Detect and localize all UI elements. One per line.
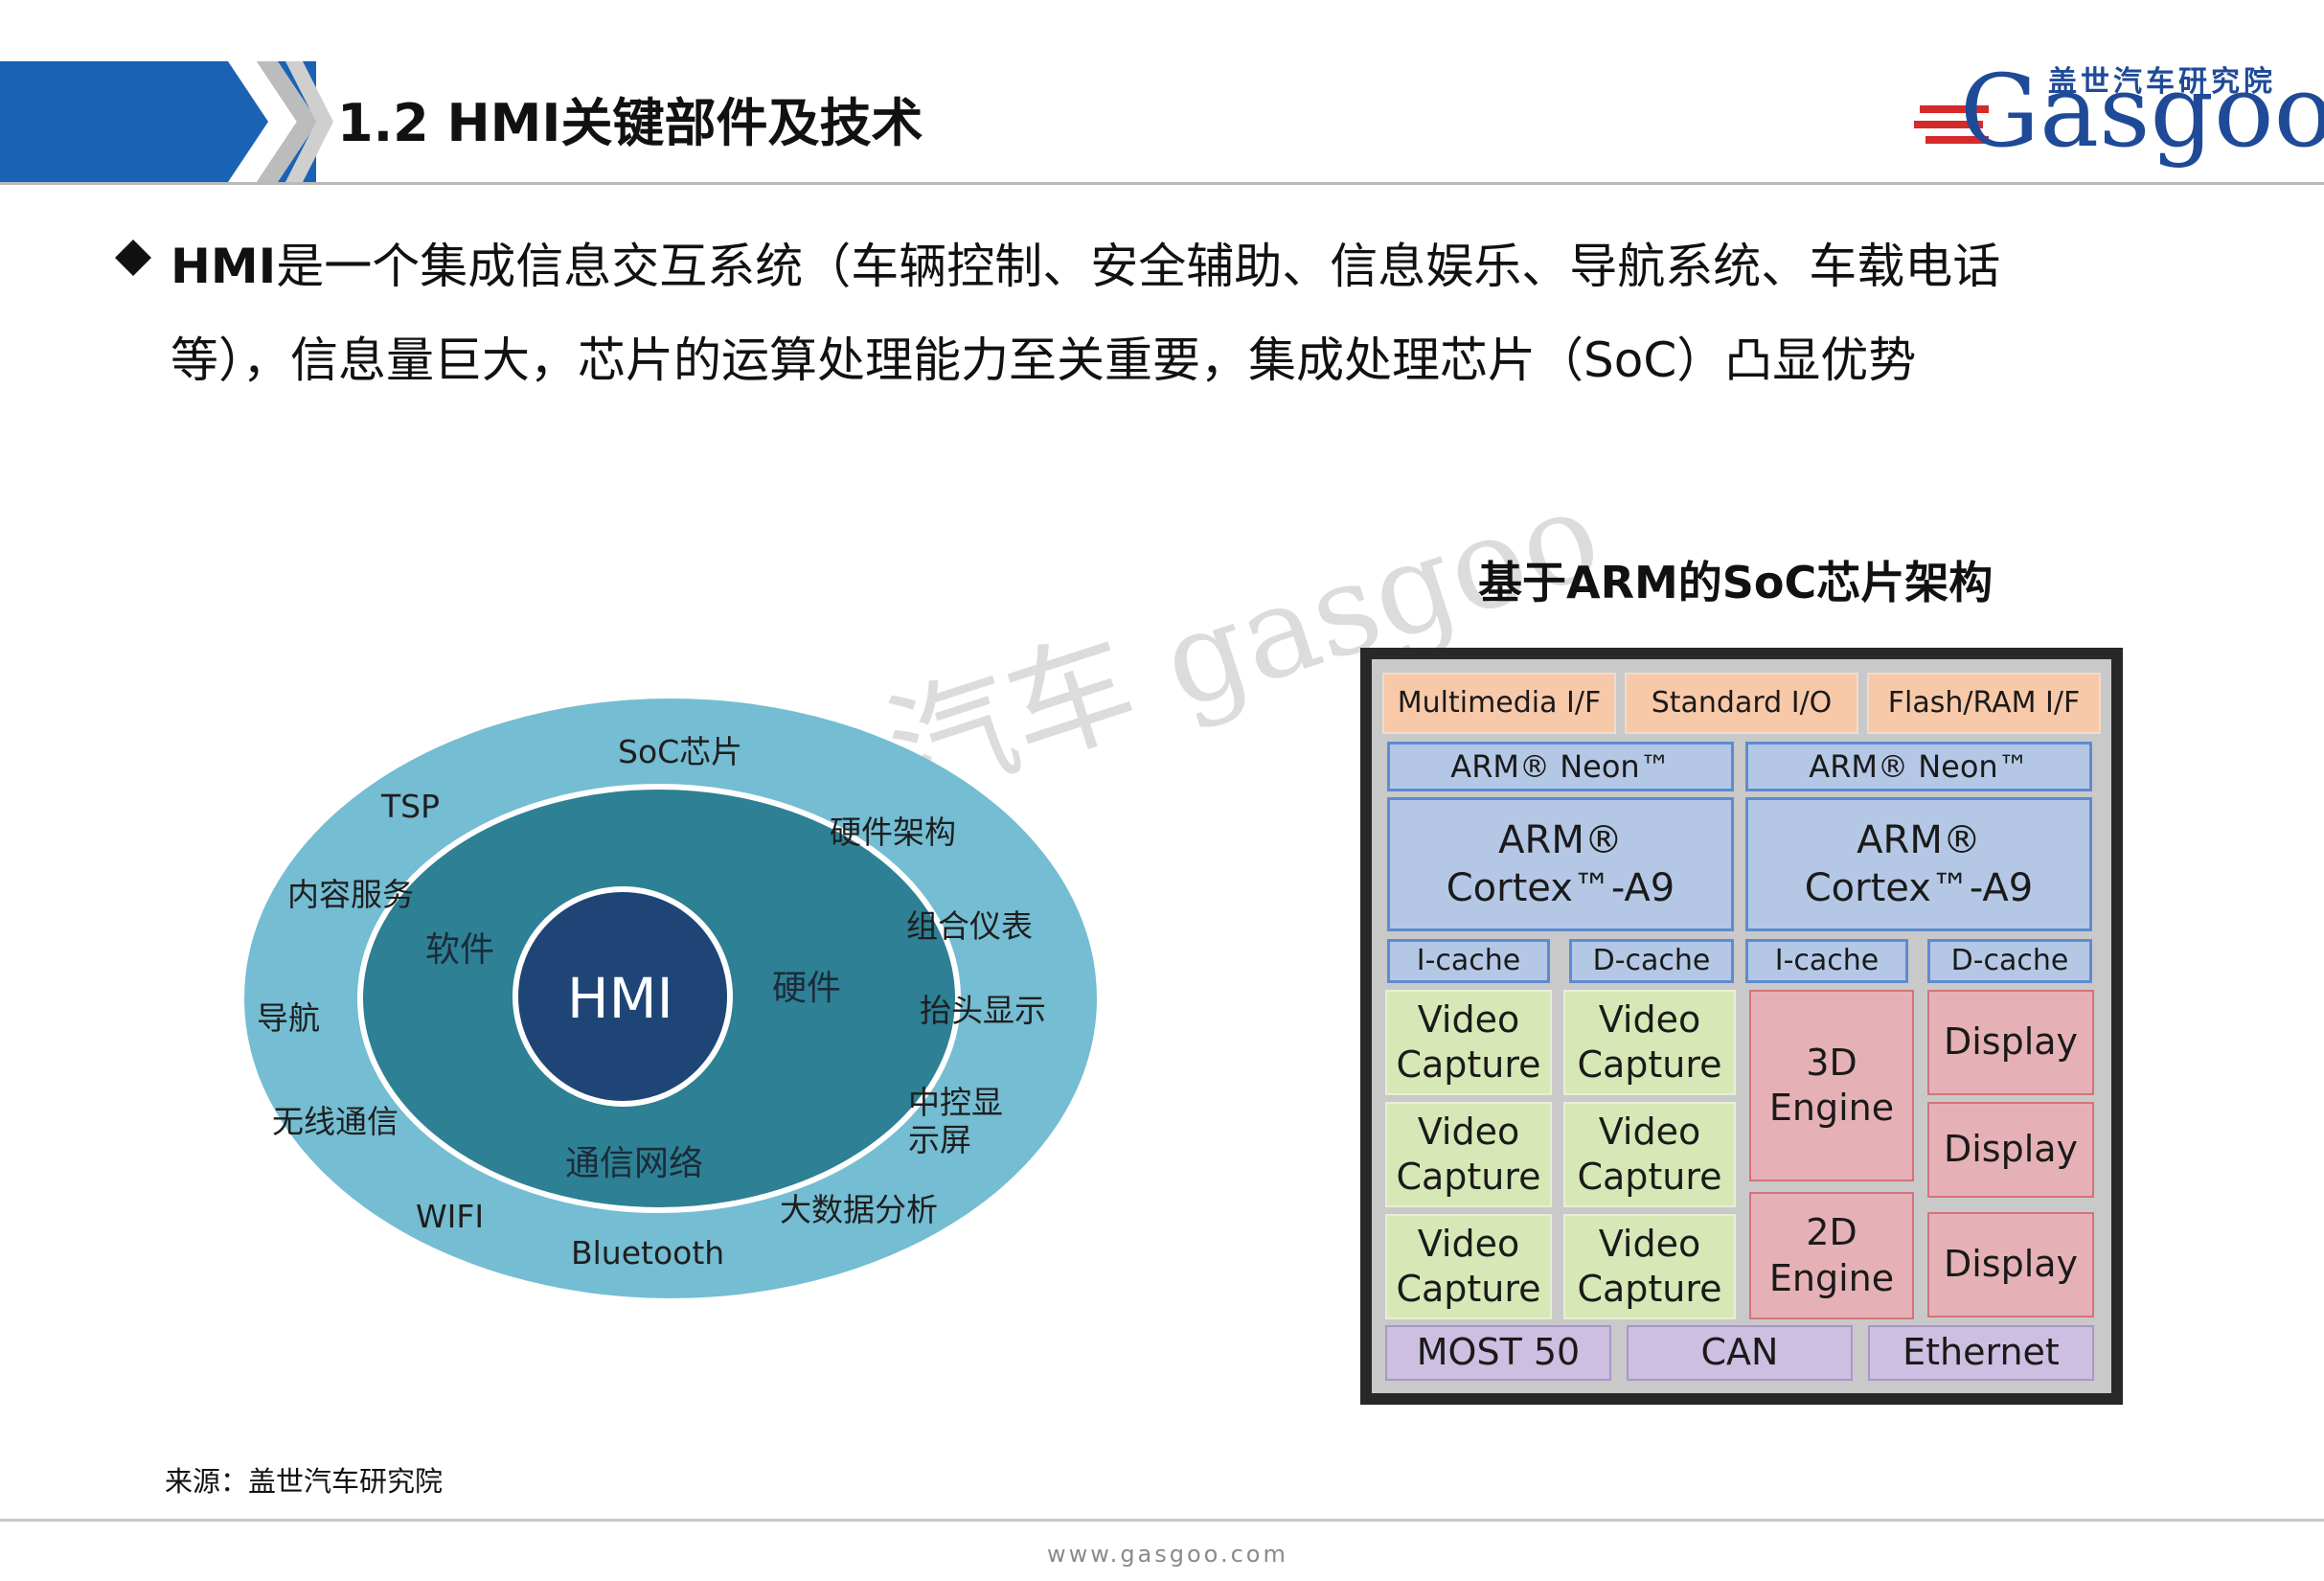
dcache-block-2: D-cache bbox=[1927, 939, 2092, 983]
multimedia-if-block: Multimedia I/F bbox=[1382, 673, 1616, 734]
ring-label-hardware: 硬件 bbox=[772, 969, 842, 1008]
icache-block-1: I-cache bbox=[1387, 939, 1550, 983]
icache-block-2: I-cache bbox=[1745, 939, 1908, 983]
display-block-3: Display bbox=[1927, 1212, 2094, 1318]
2d-engine-line-1: 2D bbox=[1806, 1211, 1857, 1253]
outer-label-hud: 抬头显示 bbox=[920, 992, 1046, 1029]
bullet-line-1-text: 是一个集成信息交互系统（车辆控制、安全辅助、信息娱乐、导航系统、车载电话 bbox=[276, 239, 2001, 294]
neon-block-1: ARM® Neon™ bbox=[1387, 742, 1734, 791]
outer-label-tsp: TSP bbox=[381, 788, 441, 825]
bullet-line-2: 等），信息量巨大，芯片的运算处理能力至关重要，集成处理芯片（SoC）凸显优势 bbox=[171, 332, 1917, 388]
cortex-a9-core-1: ARM® Cortex™-A9 bbox=[1387, 797, 1734, 931]
video-capture-line-1: Video bbox=[1598, 1110, 1701, 1153]
2d-engine-line-2: Engine bbox=[1768, 1256, 1895, 1299]
outer-label-cluster: 组合仪表 bbox=[906, 907, 1033, 945]
core-1-line-2: Cortex™-A9 bbox=[1446, 866, 1675, 910]
outer-label-wifi: WIFI bbox=[416, 1198, 485, 1235]
video-capture-line-1: Video bbox=[1598, 1222, 1701, 1265]
outer-label-center-display-2: 示屏 bbox=[908, 1121, 971, 1158]
3d-engine-line-2: Engine bbox=[1768, 1087, 1895, 1129]
outer-label-hw-arch: 硬件架构 bbox=[830, 813, 956, 851]
display-block-1: Display bbox=[1927, 990, 2094, 1095]
display-block-2: Display bbox=[1927, 1102, 2094, 1198]
most50-block: MOST 50 bbox=[1385, 1325, 1611, 1381]
outer-label-soc: SoC芯片 bbox=[618, 733, 743, 770]
video-capture-line-1: Video bbox=[1417, 997, 1520, 1041]
flash-ram-if-block: Flash/RAM I/F bbox=[1867, 673, 2101, 734]
outer-label-content: 内容服务 bbox=[287, 876, 414, 913]
outer-label-bigdata: 大数据分析 bbox=[780, 1191, 938, 1228]
logo-wordmark: Gasgoo bbox=[1960, 53, 2324, 170]
bullet-line-1: HMI是一个集成信息交互系统（车辆控制、安全辅助、信息娱乐、导航系统、车载电话 bbox=[171, 228, 2000, 297]
video-capture-line-2: Capture bbox=[1577, 1156, 1722, 1198]
ring-label-network: 通信网络 bbox=[565, 1144, 704, 1183]
video-capture-line-1: Video bbox=[1417, 1222, 1520, 1265]
video-capture-line-1: Video bbox=[1598, 997, 1701, 1041]
outer-label-wireless: 无线通信 bbox=[272, 1103, 399, 1140]
cortex-a9-core-2: ARM® Cortex™-A9 bbox=[1745, 797, 2092, 931]
logo-chinese-name: 盖世汽车研究院 bbox=[2048, 65, 2276, 99]
core-2-line-1: ARM® bbox=[1857, 818, 1981, 862]
video-capture-line-2: Capture bbox=[1396, 1268, 1541, 1310]
hmi-center-label: HMI bbox=[567, 966, 673, 1031]
ethernet-block: Ethernet bbox=[1868, 1325, 2094, 1381]
header-divider bbox=[0, 182, 2324, 185]
outer-label-center-display-1: 中控显 bbox=[908, 1084, 1003, 1121]
outer-label-bluetooth: Bluetooth bbox=[571, 1234, 725, 1272]
footer-divider bbox=[0, 1519, 2324, 1522]
3d-engine-line-1: 3D bbox=[1806, 1041, 1857, 1084]
bullet-bold-lead: HMI bbox=[171, 239, 277, 294]
video-capture-line-2: Capture bbox=[1396, 1156, 1541, 1198]
page-title: 1.2 HMI关键部件及技术 bbox=[337, 93, 923, 153]
footer-url: www.gasgoo.com bbox=[1047, 1541, 1288, 1568]
video-capture-line-2: Capture bbox=[1577, 1043, 1722, 1086]
neon-block-2: ARM® Neon™ bbox=[1745, 742, 2092, 791]
gasgoo-logo-icon bbox=[1914, 105, 1989, 144]
video-capture-line-2: Capture bbox=[1396, 1043, 1541, 1086]
diamond-bullet-icon bbox=[115, 240, 151, 276]
ring-label-software: 软件 bbox=[425, 930, 495, 970]
video-capture-line-1: Video bbox=[1417, 1110, 1520, 1153]
core-1-line-1: ARM® bbox=[1498, 818, 1623, 862]
soc-title: 基于ARM的SoC芯片架构 bbox=[1478, 557, 1994, 608]
core-2-line-2: Cortex™-A9 bbox=[1804, 866, 2034, 910]
can-block: CAN bbox=[1627, 1325, 1853, 1381]
hmi-ring-diagram bbox=[244, 699, 1097, 1298]
chevron-arrows-icon bbox=[228, 61, 333, 182]
outer-label-navigation: 导航 bbox=[257, 999, 320, 1037]
video-capture-line-2: Capture bbox=[1577, 1268, 1722, 1310]
standard-io-block: Standard I/O bbox=[1625, 673, 1858, 734]
dcache-block-1: D-cache bbox=[1569, 939, 1734, 983]
source-note: 来源：盖世汽车研究院 bbox=[165, 1465, 444, 1498]
center-circle bbox=[513, 886, 733, 1107]
